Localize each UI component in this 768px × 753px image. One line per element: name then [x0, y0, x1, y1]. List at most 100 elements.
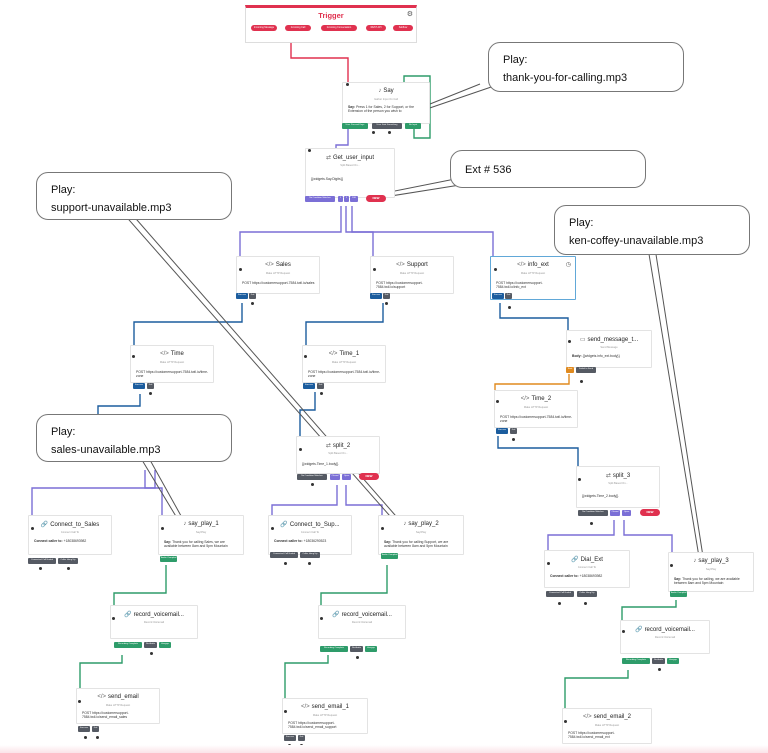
new-condition-badge[interactable]: NEW [640, 509, 660, 516]
tag-recording-complete[interactable]: Recording Complete [320, 646, 348, 652]
node-anchor[interactable] [311, 483, 315, 487]
new-condition-badge[interactable]: NEW [366, 195, 386, 202]
node-anchor[interactable] [508, 306, 512, 310]
tag-open[interactable]: Open [622, 510, 631, 516]
node-anchor[interactable] [299, 448, 303, 452]
tag-fail[interactable]: Fail [147, 383, 154, 389]
node-anchor[interactable] [356, 656, 360, 660]
node-anchor[interactable] [622, 630, 626, 634]
send-email-1-node[interactable]: </>send_email_1 Make HTTP Request POST h… [282, 698, 368, 734]
time-node[interactable]: </>Time Make HTTP Request POST https://c… [130, 345, 214, 383]
tag-caller-hung-up[interactable]: Caller Hung Up [577, 591, 597, 597]
say-play-3-node[interactable]: ♪say_play_3 Say/Play Say: Thank you for … [668, 552, 754, 592]
node-anchor[interactable] [150, 652, 154, 656]
node-anchor[interactable] [658, 668, 662, 672]
new-condition-badge[interactable]: NEW [359, 473, 379, 480]
tag-fail[interactable]: Fail [505, 293, 512, 299]
support-node[interactable]: </>Support Make HTTP Request POST https:… [370, 256, 454, 294]
trigger-pill-rest[interactable]: REST API [366, 25, 386, 31]
tag-no-match[interactable]: No Condition Matches [297, 474, 327, 480]
say-play-2-node[interactable]: ♪say_play_2 Say/Play Say: Thank you for … [378, 515, 464, 555]
tag-audio-complete[interactable]: Audio Complete [160, 556, 177, 562]
node-anchor[interactable] [373, 268, 377, 272]
node-anchor[interactable] [558, 602, 562, 606]
tag-hangup[interactable]: Hangup [365, 646, 377, 652]
node-anchor[interactable] [96, 736, 100, 740]
send-email-2-node[interactable]: </>send_email_2 Make HTTP Request POST h… [562, 708, 652, 744]
tag-success[interactable]: Success [284, 735, 296, 741]
tag-fail[interactable]: Fail [383, 293, 390, 299]
tag-caller-hung-up[interactable]: Caller Hung Up [300, 552, 320, 558]
node-anchor[interactable] [512, 438, 516, 442]
trigger-pill-conversation[interactable]: Incoming Conversation [321, 25, 357, 31]
tag-2[interactable]: 2 [344, 196, 349, 202]
node-anchor[interactable] [271, 527, 275, 531]
tag-1[interactable]: 1 [338, 196, 343, 202]
tag-user-pressed-keys[interactable]: User Pressed Keys [342, 123, 368, 129]
tag-success[interactable]: Success [370, 293, 382, 299]
node-anchor[interactable] [31, 527, 35, 531]
send-email-node[interactable]: </>send_email Make HTTP Request POST htt… [76, 688, 160, 724]
node-anchor[interactable] [304, 355, 308, 359]
tag-hangup[interactable]: Hangup [667, 658, 679, 664]
node-anchor[interactable] [84, 736, 88, 740]
tag-recording-complete[interactable]: Recording Complete [622, 658, 650, 664]
tag-no-audio[interactable]: No Audio [144, 642, 157, 648]
node-anchor[interactable] [78, 700, 82, 704]
tag-recording-complete[interactable]: Recording Complete [114, 642, 142, 648]
tag-536[interactable]: 536 [350, 196, 358, 202]
tag-no-input[interactable]: No Input [405, 123, 421, 129]
tag-success[interactable]: Success [492, 293, 504, 299]
record-voicemail-3-node[interactable]: 🔗record_voicemail... Record Voicemail [620, 620, 710, 654]
node-anchor[interactable] [308, 149, 312, 153]
node-anchor[interactable] [284, 710, 288, 714]
tag-success[interactable]: Success [133, 383, 145, 389]
node-anchor[interactable] [670, 564, 674, 568]
node-anchor[interactable] [578, 478, 582, 482]
tag-failed-to-send[interactable]: Failed to Send [576, 367, 596, 373]
tag-hangup[interactable]: Hangup [159, 642, 171, 648]
tag-audio-complete[interactable]: Audio Complete [381, 553, 398, 559]
tag-fail[interactable]: Fail [510, 428, 517, 434]
tag-fail[interactable]: Fail [249, 293, 256, 299]
record-voicemail-1-node[interactable]: 🔗record_voicemail... Record Voicemail [110, 605, 198, 639]
tag-success[interactable]: Success [303, 383, 315, 389]
split-3-node[interactable]: ⇄split_3 Split Based On... {{widgets.Tim… [576, 466, 660, 508]
tag-fail[interactable]: Fail [317, 383, 324, 389]
node-anchor[interactable] [388, 131, 392, 135]
tag-closed[interactable]: Closed [610, 510, 620, 516]
tag-caller-hung-up[interactable]: Caller Hung Up [58, 558, 78, 564]
node-anchor[interactable] [320, 617, 324, 621]
tag-fail[interactable]: Fail [298, 735, 305, 741]
node-anchor[interactable] [496, 400, 500, 404]
trigger-pill-subflow[interactable]: Subflow [393, 25, 413, 31]
node-anchor[interactable] [239, 268, 243, 272]
connect-to-sales-node[interactable]: 🔗Connect_to_Sales Connect Call To Connec… [28, 515, 112, 555]
node-anchor[interactable] [494, 268, 498, 272]
tag-sent[interactable]: Sent [566, 367, 574, 373]
node-anchor[interactable] [39, 567, 43, 571]
node-anchor[interactable] [381, 527, 385, 531]
say-play-1-node[interactable]: ♪say_play_1 Say/Play Say: Thank you for … [158, 515, 244, 555]
info-ext-node[interactable]: </>info_ext ◷ Make HTTP Request POST htt… [490, 256, 576, 300]
node-anchor[interactable] [372, 131, 376, 135]
tag-user-said[interactable]: User Said Something [372, 123, 402, 129]
record-voicemail-2-node[interactable]: 🔗record_voicemail... Record Voicemail [318, 605, 406, 639]
gear-icon[interactable]: ⚙ [406, 11, 413, 18]
node-anchor[interactable] [584, 602, 588, 606]
trigger-pill-message[interactable]: Incoming Message [251, 25, 277, 31]
tag-no-match[interactable]: No Condition Matches [305, 196, 335, 202]
trigger-node[interactable]: Trigger ⚙ Incoming Message Incoming Call… [245, 5, 417, 43]
node-anchor[interactable] [590, 522, 594, 526]
tag-fail[interactable]: Fail [92, 726, 99, 732]
node-anchor[interactable] [346, 83, 350, 87]
send-message-node[interactable]: ▭send_message_t... Send Message Body: {{… [566, 330, 652, 368]
node-anchor[interactable] [564, 720, 568, 724]
sales-node[interactable]: </>Sales Make HTTP Request POST https://… [236, 256, 320, 294]
node-anchor[interactable] [67, 567, 71, 571]
node-anchor[interactable] [320, 392, 324, 396]
say-node[interactable]: ♪Say Gather Input On Call Say: Press 1 f… [342, 82, 430, 124]
split-2-node[interactable]: ⇄split_2 Split Based On... {{widgets.Tim… [296, 436, 380, 474]
node-anchor[interactable] [547, 562, 551, 566]
time-1-node[interactable]: </>Time_1 Make HTTP Request POST https:/… [302, 345, 386, 383]
